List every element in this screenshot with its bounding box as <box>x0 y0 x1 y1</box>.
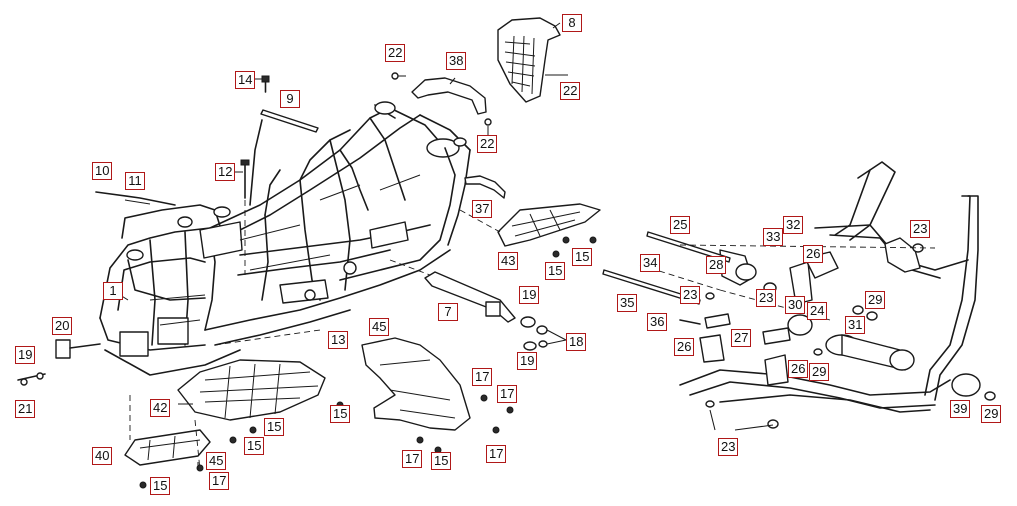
callout-15: 15 <box>244 437 265 455</box>
callout-45-digit-4: 4 <box>372 319 380 334</box>
callout-29: 29 <box>809 363 830 381</box>
callout-22: 22 <box>385 44 406 62</box>
callout-36: 36 <box>647 313 668 331</box>
callout-43: 45 <box>206 452 227 470</box>
callout-23: 23 <box>910 220 931 238</box>
callout-15: 15 <box>330 405 351 423</box>
callout-26: 26 <box>788 360 809 378</box>
callout-22: 22 <box>560 82 581 100</box>
callout-17: 17 <box>497 385 518 403</box>
callout-17: 17 <box>472 368 493 386</box>
callout-19: 19 <box>15 346 36 364</box>
callout-15: 15 <box>572 248 593 266</box>
callout-17: 17 <box>486 445 507 463</box>
callout-40: 40 <box>92 447 113 465</box>
callout-29: 29 <box>981 405 1002 423</box>
callout-15: 15 <box>545 262 566 280</box>
callout-23: 23 <box>756 289 777 307</box>
callout-15: 15 <box>150 477 171 495</box>
callout-12: 12 <box>215 163 236 181</box>
callout-24: 24 <box>807 302 828 320</box>
callout-26: 26 <box>674 338 695 356</box>
callout-45-digit-5: 5 <box>379 319 387 334</box>
callout-38: 38 <box>446 52 467 70</box>
callout-15: 15 <box>264 418 285 436</box>
callout-15: 15 <box>431 452 452 470</box>
callout-19: 19 <box>519 286 540 304</box>
callout-23: 23 <box>680 286 701 304</box>
callout-13: 13 <box>328 331 349 349</box>
callout-14: 14 <box>235 71 256 89</box>
callout-37: 37 <box>472 200 493 218</box>
callout-33: 33 <box>763 228 784 246</box>
callout-25: 25 <box>670 216 691 234</box>
callout-9: 9 <box>280 90 300 108</box>
callout-28: 28 <box>706 256 727 274</box>
callout-34: 34 <box>640 254 661 272</box>
callout-22: 22 <box>477 135 498 153</box>
callout-31: 31 <box>845 316 866 334</box>
callout-17: 17 <box>402 450 423 468</box>
callout-19: 19 <box>517 352 538 370</box>
callout-18: 18 <box>566 333 587 351</box>
callout-21: 21 <box>15 400 36 418</box>
callout-45: 45 <box>369 318 390 336</box>
callout-7: 7 <box>438 303 458 321</box>
callout-1: 1 <box>103 282 123 300</box>
callout-11: 11 <box>125 172 145 190</box>
callout-10: 10 <box>92 162 113 180</box>
callout-42: 43 <box>498 252 519 270</box>
callout-39: 39 <box>950 400 971 418</box>
callout-32: 32 <box>783 216 804 234</box>
callout-26: 26 <box>803 245 824 263</box>
callout-29: 29 <box>865 291 886 309</box>
callout-23: 23 <box>718 438 739 456</box>
callout-30: 30 <box>785 296 806 314</box>
callout-17: 17 <box>209 472 230 490</box>
callout-20: 20 <box>52 317 73 335</box>
callout-35: 35 <box>617 294 638 312</box>
callout-8: 8 <box>562 14 582 32</box>
callout-27: 27 <box>731 329 752 347</box>
rear-subframe-drawing <box>602 161 996 429</box>
main-frame-drawing <box>99 101 471 376</box>
callout-41: 42 <box>150 399 171 417</box>
